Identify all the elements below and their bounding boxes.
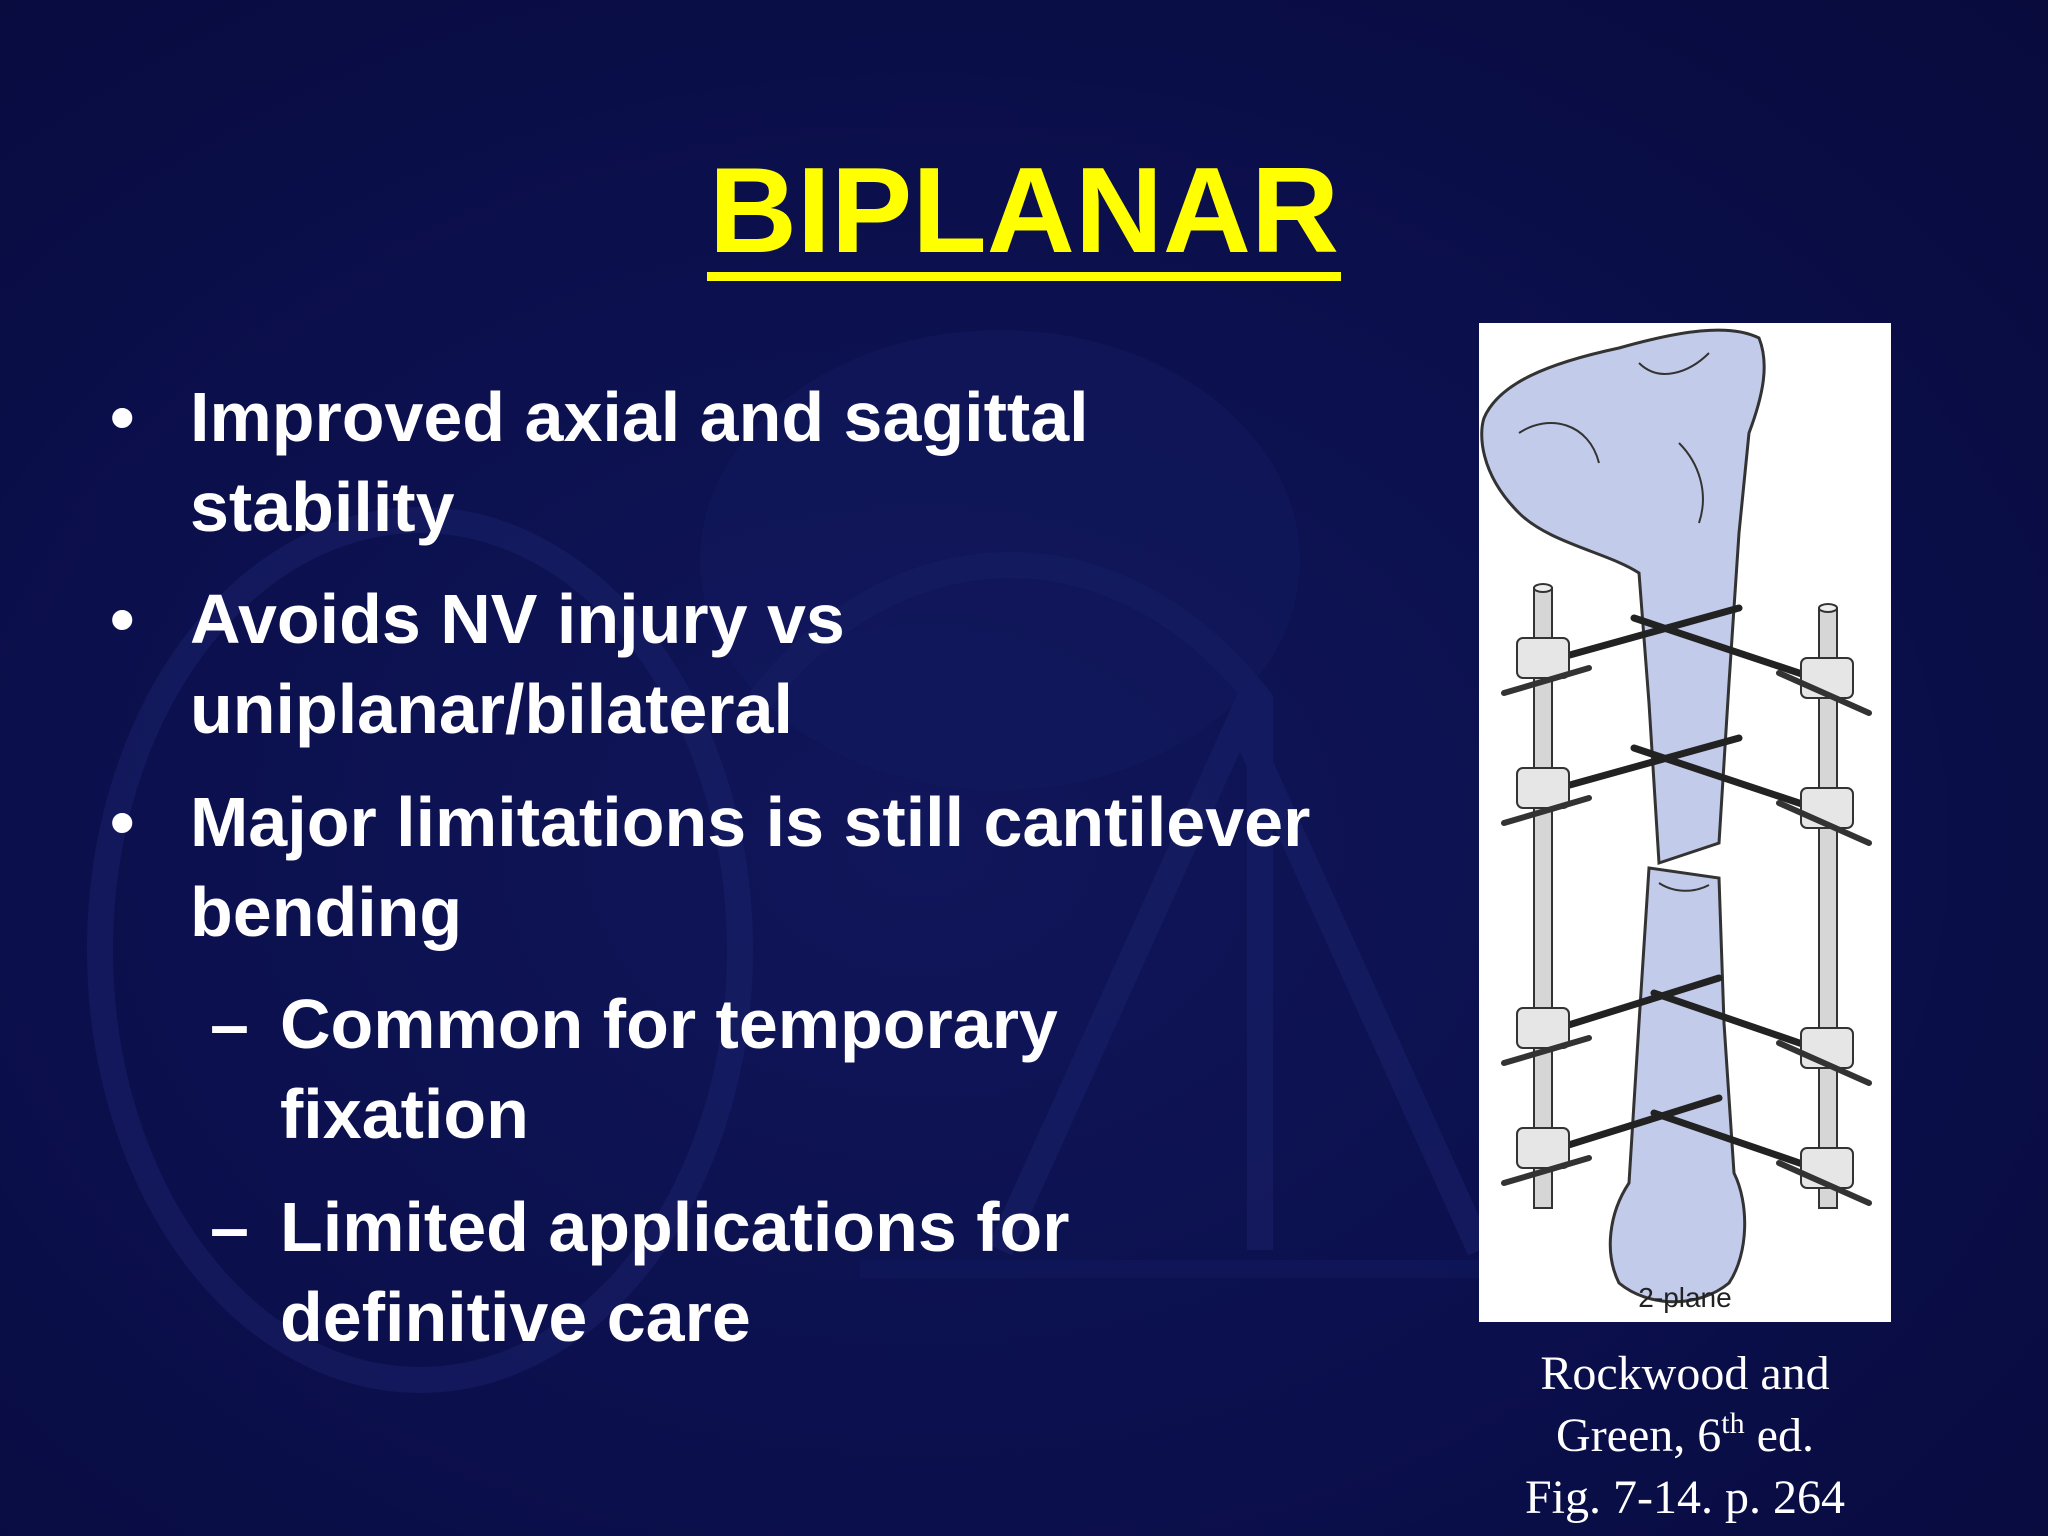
caption-line: Fig. 7-14. p. 264 [1524, 1471, 1845, 1524]
bullet-marker: • [110, 783, 135, 861]
bullet-marker: • [110, 378, 135, 456]
subbullet-marker: – [210, 985, 249, 1063]
caption-superscript: th [1721, 1407, 1745, 1440]
slide-title-text: BIPLANAR [706, 149, 1342, 281]
bullet-marker: • [110, 580, 135, 658]
bullet-item: • Improved axial and sagittal stability [110, 372, 1089, 552]
bone-fixator-drawing [1480, 328, 1872, 1304]
subbullet-item: – Limited applications for definitive ca… [210, 1182, 1070, 1362]
caption-line: Rockwood and [1540, 1347, 1830, 1400]
bullet-item: • Avoids NV injury vs uniplanar/bilatera… [110, 574, 845, 754]
bullet-line: uniplanar/bilateral [190, 670, 793, 748]
caption-text: Green, 6 [1556, 1409, 1722, 1462]
bullet-line: Avoids NV injury vs [190, 580, 845, 658]
slide-title: BIPLANAR [0, 140, 2048, 281]
figure-caption: Rockwood and Green, 6th ed. Fig. 7-14. p… [1480, 1343, 1890, 1529]
caption-text: ed. [1744, 1409, 1814, 1462]
fixator-illustration: 2-plane [1479, 323, 1891, 1322]
bullet-line: Major limitations is still cantilever [190, 783, 1311, 861]
subbullet-line: definitive care [280, 1278, 751, 1356]
bullet-line: stability [190, 468, 455, 546]
bullet-line: bending [190, 873, 463, 951]
bullet-line: Improved axial and sagittal [190, 378, 1089, 456]
caption-line: Green, 6th ed. [1480, 1405, 1890, 1467]
subbullet-item: – Common for temporary fixation [210, 979, 1058, 1159]
bullet-item: • Major limitations is still cantilever … [110, 777, 1311, 957]
bullet-list: • Improved axial and sagittal stability … [110, 372, 1311, 1362]
subbullet-marker: – [210, 1188, 249, 1266]
subbullet-line: Common for temporary [280, 985, 1058, 1063]
figure-label: 2-plane [1638, 1282, 1732, 1313]
subbullet-line: Limited applications for [280, 1188, 1070, 1266]
subbullet-line: fixation [280, 1075, 529, 1153]
